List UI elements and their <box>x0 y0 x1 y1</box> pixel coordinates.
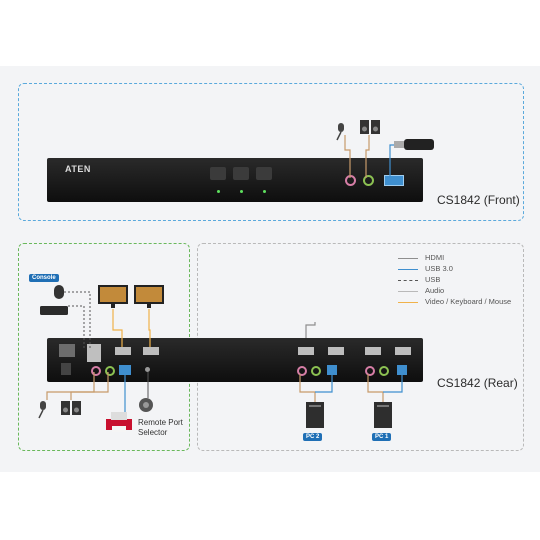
front-speakers-icon <box>359 117 381 144</box>
led-2 <box>240 190 243 193</box>
front-brand-logo: ATEN <box>65 164 91 174</box>
pc2-audio-cable <box>299 374 316 402</box>
legend-usb3-swatch <box>398 269 418 270</box>
rear-remote-port <box>145 367 150 372</box>
rear-pc1-hdmi-2 <box>395 347 411 355</box>
rear-pc2-mic-jack <box>297 366 307 376</box>
rear-power-jack <box>61 363 71 375</box>
diagram-background <box>0 66 540 472</box>
pc2-tag: PC 2 <box>303 433 323 441</box>
remote-port-selector-icon <box>138 397 154 418</box>
legend-vkm-swatch <box>398 302 418 303</box>
front-kvm-device: ATEN <box>47 158 423 202</box>
rear-pc1-hdmi-1 <box>365 347 381 355</box>
led-1 <box>217 190 220 193</box>
console-mouse-cable <box>64 291 91 348</box>
legend-hdmi-label: HDMI <box>425 253 445 262</box>
rear-model-label: CS1842 (Rear) <box>437 376 518 390</box>
rear-console-usb-hub <box>87 344 101 362</box>
pc2-usb3-cable <box>315 374 333 393</box>
rear-pc1-speaker-jack <box>379 366 389 376</box>
front-usb-stick-icon <box>394 138 438 157</box>
legend-vkm-label: Video / Keyboard / Mouse <box>425 297 512 306</box>
led-3 <box>263 190 266 193</box>
rear-console-hdmi-1 <box>115 347 131 355</box>
rear-pc2-usb3 <box>327 365 337 375</box>
rear-console-mic-jack <box>91 366 101 376</box>
rear-console-hdmi-2 <box>143 347 159 355</box>
rear-kvm-device <box>47 338 423 382</box>
console-mouse-icon <box>54 285 64 304</box>
front-usb-cable <box>389 144 394 178</box>
port-select-button-2[interactable] <box>233 167 249 180</box>
console-monitor-2-icon <box>134 285 164 314</box>
legend-usb-swatch <box>398 280 418 281</box>
legend-audio-label: Audio <box>425 286 445 295</box>
legend-usb3-label: USB 3.0 <box>425 264 453 273</box>
legend-usb-label: USB <box>425 275 441 284</box>
rear-pc2-hdmi-2 <box>328 347 344 355</box>
console-microphone-icon <box>35 398 57 425</box>
front-speaker-jack <box>363 175 374 186</box>
legend-audio-swatch <box>398 291 418 292</box>
front-microphone-icon <box>333 120 355 147</box>
console-keyboard-cable <box>68 305 85 348</box>
rear-pc1-usb3 <box>397 365 407 375</box>
console-printer-icon <box>106 411 132 438</box>
pc2-tower-icon <box>306 402 324 433</box>
front-model-label: CS1842 (Front) <box>437 193 520 207</box>
console-hdmi-1-cable <box>112 309 123 347</box>
rear-console-speaker-jack <box>105 366 115 376</box>
console-monitor-1-icon <box>98 285 128 314</box>
front-speaker-cable <box>365 135 370 178</box>
pc1-tag: PC 1 <box>372 433 392 441</box>
pc1-audio-cable <box>367 374 384 402</box>
console-speaker-cable <box>70 372 109 400</box>
rear-pc2-hdmi-1 <box>298 347 314 355</box>
legend-hdmi-swatch <box>398 258 418 259</box>
console-hdmi-2-cable <box>148 309 151 347</box>
rear-lan-port <box>59 344 75 357</box>
port-select-button-3[interactable] <box>256 167 272 180</box>
pc1-tower-icon <box>374 402 392 433</box>
front-usb3-port <box>384 175 404 186</box>
rear-pc2-speaker-jack <box>311 366 321 376</box>
console-keyboard-icon <box>40 302 68 320</box>
port-select-button-1[interactable] <box>210 167 226 180</box>
rear-pc1-mic-jack <box>365 366 375 376</box>
console-speakers-icon <box>60 398 82 425</box>
rear-console-usb3 <box>119 365 131 375</box>
console-tag: Console <box>29 274 59 282</box>
pc2-hdmi-1-cable <box>305 322 316 338</box>
front-mic-cable <box>344 135 351 178</box>
front-panel-frame <box>18 83 524 221</box>
pc1-usb3-cable <box>383 374 403 393</box>
remote-port-selector-label: Remote Port Selector <box>138 418 183 437</box>
